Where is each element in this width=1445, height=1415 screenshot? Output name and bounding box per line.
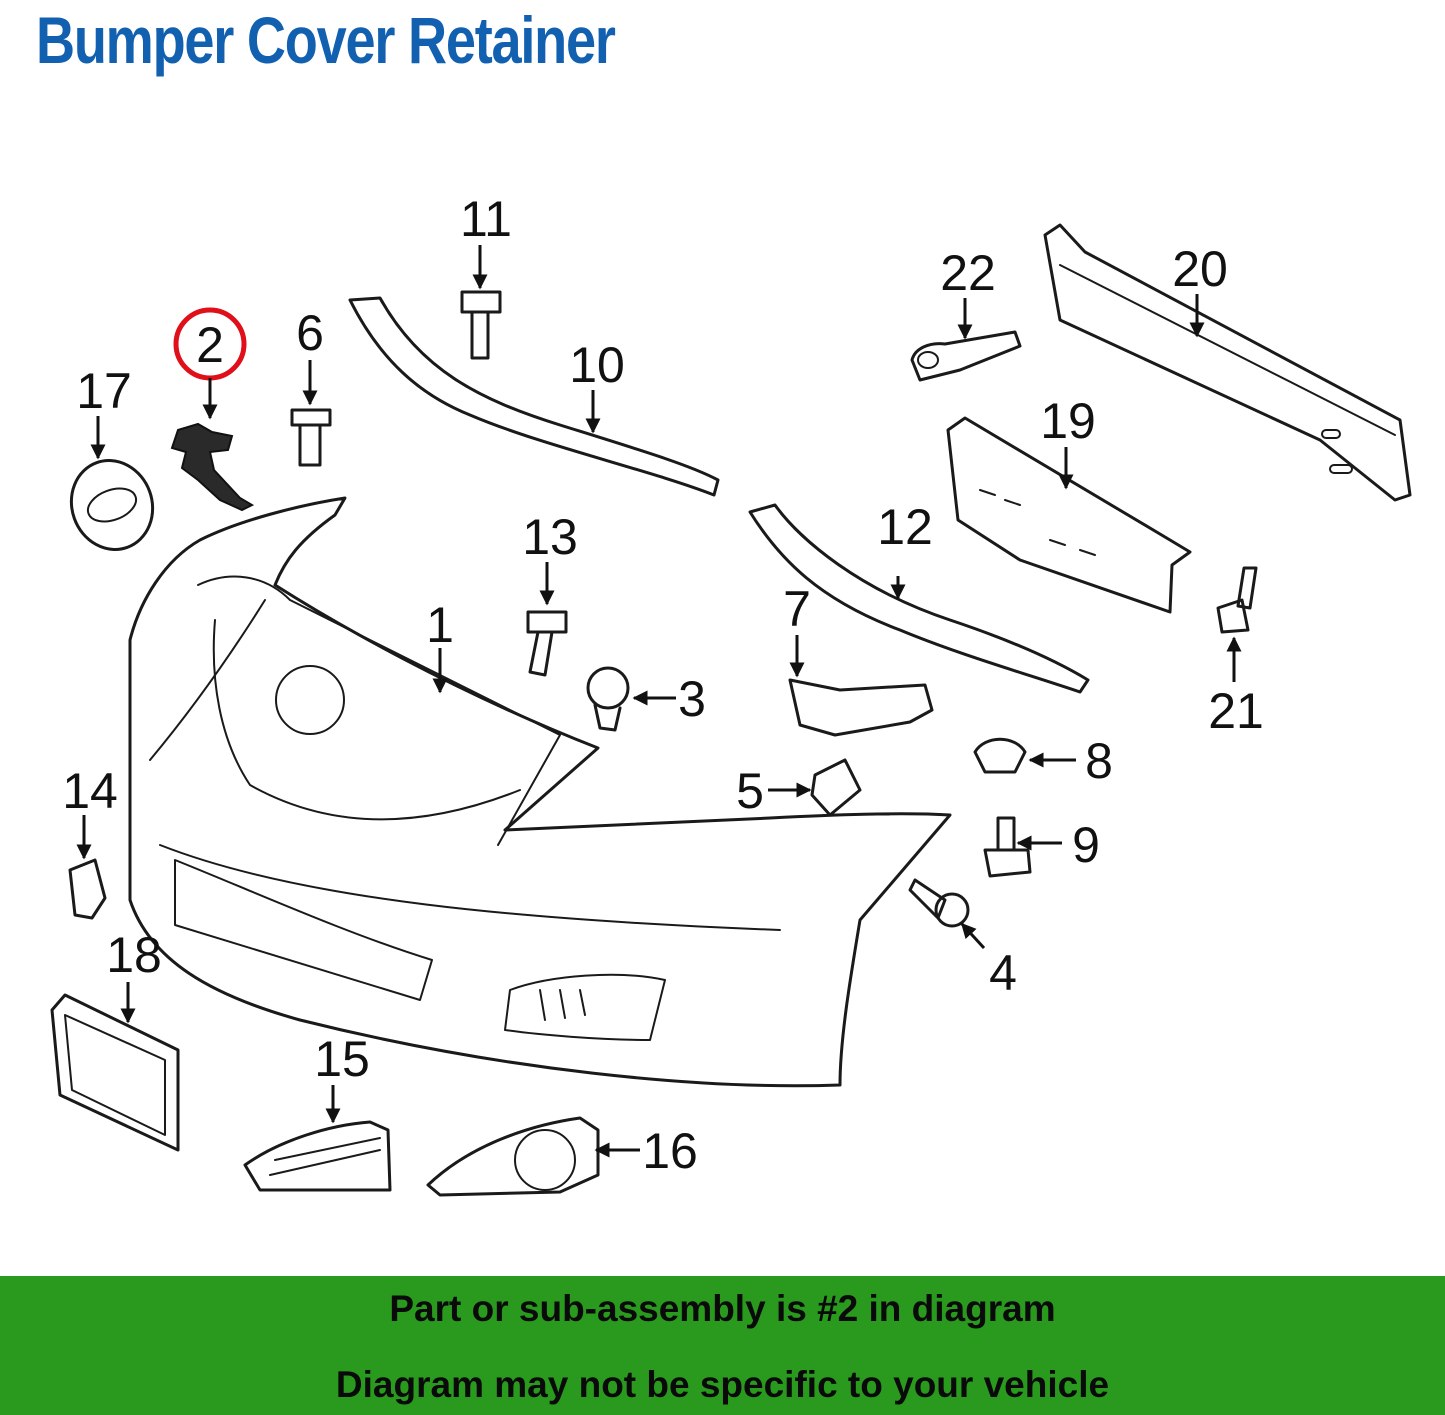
push-clip-4-drawing [908, 878, 970, 928]
callout-3: 3 [678, 671, 706, 727]
footer-part-note: Part or sub-assembly is #2 in diagram [389, 1288, 1056, 1329]
bolt-21-drawing [1216, 566, 1258, 634]
callout-20: 20 [1172, 241, 1228, 297]
bracket-clip-5-drawing [810, 758, 862, 817]
tow-hook-22-drawing [910, 330, 1022, 382]
emblem-17-drawing [69, 459, 155, 551]
callout-11: 11 [460, 191, 512, 247]
callout-19: 19 [1040, 393, 1096, 449]
callout-17: 17 [76, 363, 132, 419]
fog-lamp-bezel-16-drawing [426, 1116, 600, 1197]
bolt-6-drawing [290, 408, 332, 467]
bolt-11-drawing [460, 290, 502, 360]
callout-1: 1 [426, 597, 454, 653]
callout-15: 15 [314, 1031, 370, 1087]
bumper-cover-drawing [128, 496, 952, 1088]
energy-absorber-19-drawing [946, 416, 1192, 614]
grommet-8-drawing [973, 737, 1027, 774]
tow-hook-cap-14-drawing [68, 858, 107, 920]
footer-disclaimer: Diagram may not be specific to your vehi… [335, 1364, 1110, 1405]
bolt-9-drawing [983, 816, 1032, 878]
page-title: Bumper Cover Retainer [36, 3, 616, 77]
callout-5: 5 [736, 763, 764, 819]
reinforcement-beam-20-drawing [1043, 223, 1412, 502]
lower-grille-15-drawing [243, 1120, 392, 1192]
push-clip-3-drawing [586, 666, 630, 732]
callout-12: 12 [877, 499, 933, 555]
callout-labels: 1 2 3 4 5 6 7 8 9 10 11 12 13 14 15 16 1… [62, 191, 1264, 1179]
exploded-parts-diagram: 1 2 3 4 5 6 7 8 9 10 11 12 13 14 15 16 1… [50, 191, 1412, 1197]
callout-8: 8 [1085, 733, 1113, 789]
info-footer: Part or sub-assembly is #2 in diagram Di… [0, 1276, 1445, 1415]
upper-bumper-strip-10-drawing [348, 296, 720, 497]
callout-2: 2 [196, 317, 224, 373]
callout-22: 22 [940, 245, 996, 301]
license-plate-bracket-18-drawing [50, 993, 180, 1152]
bolt-13-drawing [526, 610, 568, 677]
callout-14: 14 [62, 763, 118, 819]
lower-retainer-strip-12-drawing [748, 503, 1090, 694]
callout-21: 21 [1208, 683, 1264, 739]
callout-9: 9 [1072, 817, 1100, 873]
callout-18: 18 [106, 927, 162, 983]
callout-6: 6 [296, 305, 324, 361]
retainer-drawing [170, 422, 255, 512]
callout-7: 7 [783, 581, 811, 637]
leader-arrows [76, 245, 1242, 1158]
callout-4: 4 [989, 945, 1017, 1001]
callout-16: 16 [642, 1123, 698, 1179]
callout-10: 10 [569, 337, 625, 393]
side-bracket-7-drawing [788, 678, 934, 737]
callout-13: 13 [522, 509, 578, 565]
